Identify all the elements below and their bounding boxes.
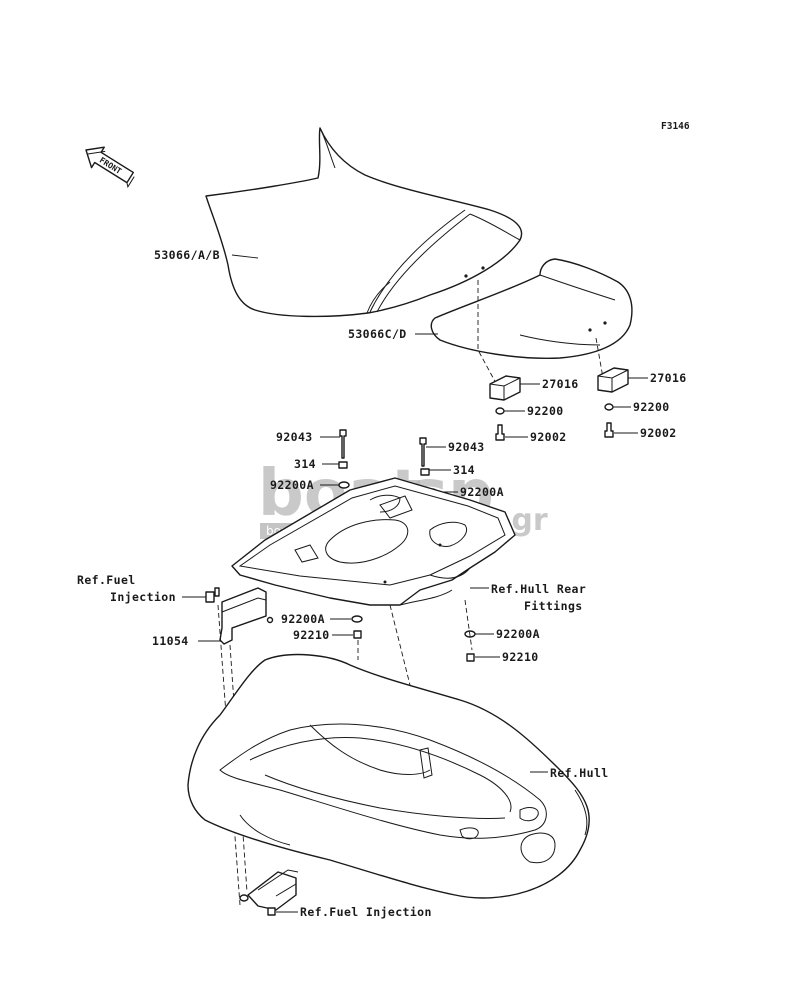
- label-ref-hull-rear-1: Ref.Hull Rear: [491, 582, 586, 596]
- label-ref-hull-rear-2: Fittings: [524, 599, 583, 613]
- label-ref-hull: Ref.Hull: [550, 766, 609, 780]
- label-27016-right: 27016: [650, 371, 687, 385]
- seat-base-fitting: [231, 477, 516, 606]
- label-ref-fuel-bottom: Ref.Fuel Injection: [300, 905, 432, 919]
- label-92200-left: 92200: [527, 404, 564, 418]
- washer-icon: [495, 407, 505, 415]
- washer-icon: [604, 403, 614, 411]
- label-92043-right: 92043: [448, 440, 485, 454]
- screw-icon: [214, 587, 220, 597]
- nut-lower-right: [466, 653, 475, 662]
- label-92002-right: 92002: [640, 426, 677, 440]
- fitting-icon: [205, 591, 215, 603]
- front-arrow-icon: FRONT: [85, 146, 135, 189]
- label-27016-left: 27016: [542, 377, 579, 391]
- alignment-line-1: [217, 604, 241, 906]
- label-92200a-lower-right: 92200A: [496, 627, 540, 641]
- label-92200a-left: 92200A: [270, 478, 314, 492]
- label-53066-a-b: 53066/A/B: [154, 248, 220, 262]
- rear-seat: [430, 258, 633, 359]
- washer-icon: [338, 481, 350, 489]
- label-92210-lower-right: 92210: [502, 650, 539, 664]
- nut-icon: [338, 461, 348, 469]
- label-92200-right: 92200: [633, 400, 670, 414]
- bracket-11054: [219, 587, 274, 645]
- seat-bracket-left: [489, 375, 521, 441]
- figure-code: F3146: [661, 121, 690, 132]
- washer-lower-left: [351, 615, 363, 623]
- label-314-left: 314: [294, 457, 316, 471]
- label-53066c-d: 53066C/D: [348, 327, 407, 341]
- seat-alignment-line-right: [595, 337, 604, 379]
- label-92200a-lower-left: 92200A: [281, 612, 325, 626]
- label-92002-left: 92002: [530, 430, 567, 444]
- nut-icon: [420, 468, 430, 476]
- label-92200a-right: 92200A: [460, 485, 504, 499]
- label-ref-fuel-1: Ref.Fuel: [77, 573, 136, 587]
- seat-alignment-line-left: [477, 280, 498, 386]
- label-ref-fuel-2: Injection: [110, 590, 176, 604]
- label-92210-lower-left: 92210: [293, 628, 330, 642]
- fuel-injection-bracket-bottom: [239, 869, 299, 916]
- label-92043-left: 92043: [276, 430, 313, 444]
- front-seat: [205, 127, 523, 318]
- seat-bracket-right: [597, 367, 629, 438]
- bolt-icon: [495, 424, 505, 441]
- hull: [187, 653, 590, 899]
- label-314-right: 314: [453, 463, 475, 477]
- nut-lower-left: [353, 630, 362, 639]
- bolt-icon: [604, 422, 614, 438]
- label-11054: 11054: [152, 634, 189, 648]
- alignment-line-5: [464, 599, 473, 651]
